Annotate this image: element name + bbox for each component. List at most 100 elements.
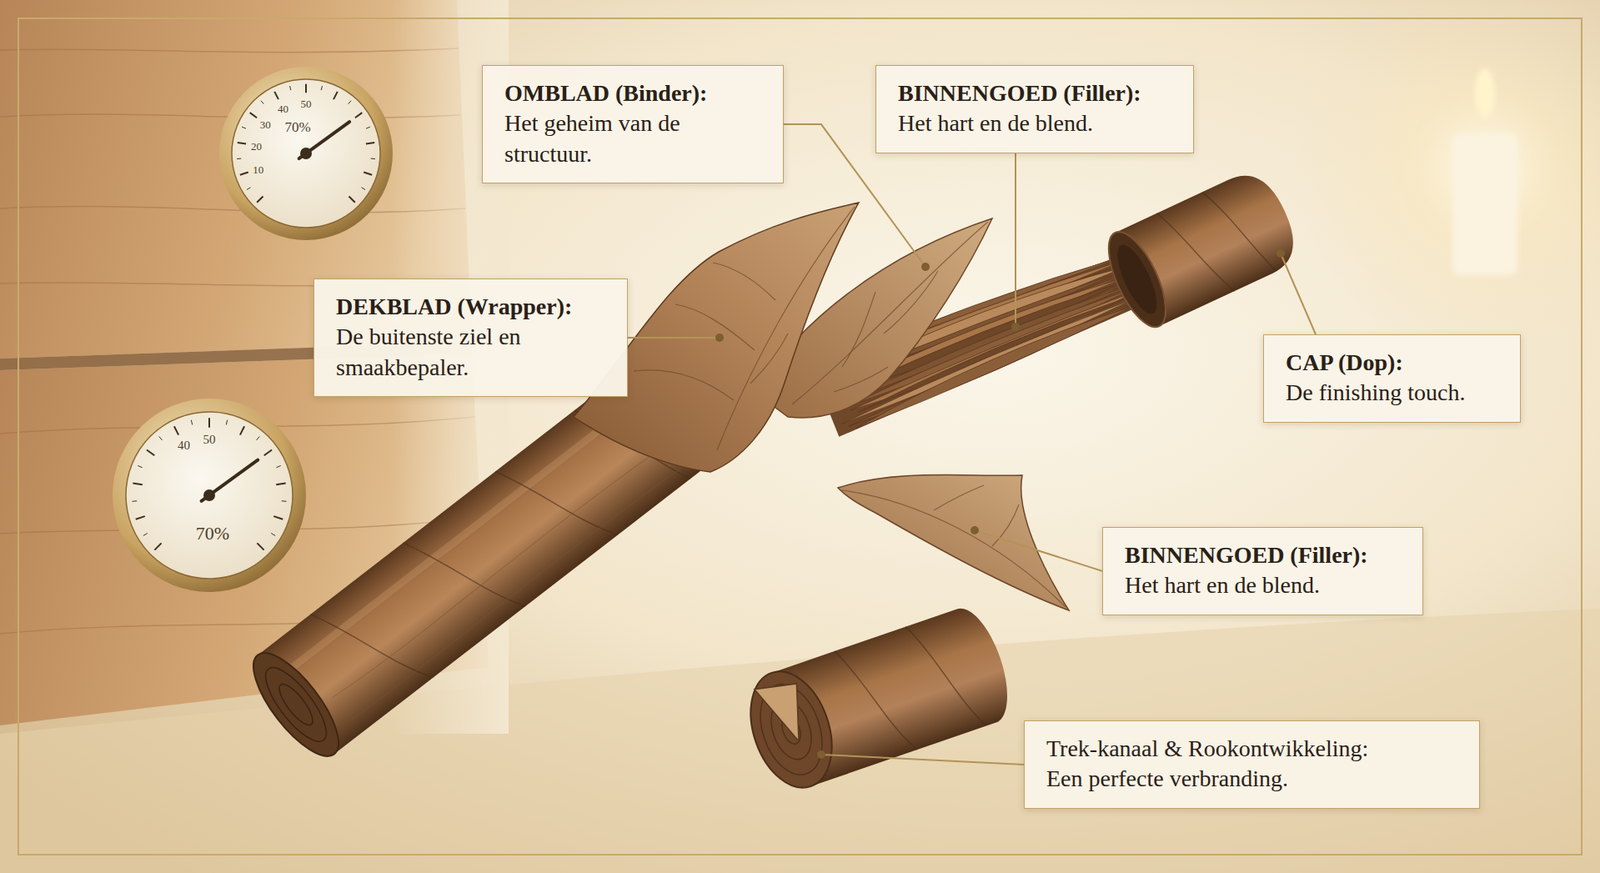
- gauge-tick: [363, 171, 372, 175]
- gauge-tick: [275, 465, 281, 467]
- gauge-tick: [366, 142, 375, 145]
- gauge-tick: [273, 516, 283, 520]
- gauge-face: [231, 79, 381, 228]
- gauge-tick: [290, 85, 291, 91]
- callout-text: De buitenste ziel en smaakbepaler.: [336, 321, 606, 383]
- leaf-veins: [842, 485, 1066, 607]
- piece-swirl: [749, 676, 834, 783]
- gauge-tick: [256, 436, 261, 440]
- gauge-tick: [240, 426, 245, 435]
- gauge-tick: [143, 532, 148, 536]
- leader-line: [821, 754, 1024, 765]
- candle-flame: [1474, 68, 1495, 119]
- gauge-tick: [348, 195, 355, 202]
- leader-dot: [1276, 249, 1285, 258]
- leader-dot: [1011, 322, 1020, 332]
- callout-box: DEKBLAD (Wrapper):De buitenste ziel en s…: [313, 278, 628, 397]
- gauge-tick: [260, 100, 264, 105]
- gauge-tick: [275, 482, 286, 485]
- gauge-tick: [371, 158, 376, 160]
- gauge-number: 40: [277, 103, 289, 115]
- leader-line: [1280, 253, 1316, 335]
- gauge-tick: [270, 532, 276, 536]
- callout-heading: Trek-kanaal & Rookontwikkeling:: [1046, 733, 1458, 764]
- callout-box: OMBLAD (Binder):Het geheim van de struct…: [481, 65, 784, 184]
- callout-text: Een perfecte verbranding.: [1046, 763, 1458, 794]
- gauge-tick: [131, 500, 137, 502]
- gauge-tick: [264, 449, 272, 456]
- gauge-tick: [281, 500, 287, 502]
- gauge-tick: [256, 542, 264, 550]
- gauge-tick: [159, 436, 163, 440]
- leaf-veins: [633, 206, 855, 451]
- callout-text: De finishing touch.: [1285, 377, 1499, 408]
- gauge-tick: [361, 187, 366, 191]
- gauge-ring: [219, 66, 393, 241]
- gauge-tick: [190, 420, 192, 426]
- callout-box: BINNENGOED (Filler):Het hart en de blend…: [1102, 526, 1424, 616]
- hygrometer: [219, 66, 393, 241]
- foot-swirl: [255, 659, 337, 751]
- gauge-number: 50: [300, 97, 312, 109]
- gauge-tick: [135, 516, 146, 520]
- gauge-reading: 70%: [284, 120, 311, 135]
- cap-opening: [1097, 224, 1178, 336]
- gauge-tick: [348, 100, 352, 105]
- gauge-ticks: [131, 417, 286, 550]
- piece-face: [736, 660, 847, 798]
- callout-heading: CAP (Dop):: [1285, 347, 1499, 378]
- callout-text: Het geheim van de structuur.: [504, 108, 762, 170]
- gauge-tick: [321, 85, 322, 91]
- leader-dot: [921, 262, 930, 271]
- leader-line: [974, 530, 1103, 572]
- callout-box: Trek-kanaal & Rookontwikkeling:Een perfe…: [1023, 720, 1480, 809]
- leader-line: [1014, 153, 1017, 327]
- candle-body: [1452, 133, 1518, 276]
- gauge-tick: [333, 91, 338, 100]
- cigar-cap: [1097, 164, 1307, 336]
- candle: [1293, 0, 1600, 359]
- callout-heading: BINNENGOED (Filler):: [897, 78, 1172, 109]
- gauge-tick: [225, 420, 227, 426]
- callout-text: Het hart en de blend.: [1124, 570, 1401, 601]
- gauge-face: [125, 411, 293, 579]
- gauge-reading: 70%: [195, 524, 230, 543]
- gauge-tick: [208, 417, 211, 428]
- gauge-number: 40: [177, 439, 191, 452]
- hygrometer: [112, 398, 306, 592]
- foot-swirl: [274, 679, 319, 730]
- leader-line: [627, 336, 720, 339]
- gauge-tick: [236, 158, 241, 160]
- filler-leaf: [837, 475, 1069, 611]
- gauge-number: 50: [203, 432, 216, 446]
- gauge-tick: [274, 91, 279, 100]
- v-cut: [754, 675, 815, 749]
- gauge-tick: [366, 126, 371, 129]
- gauge-tick: [241, 126, 246, 129]
- gauge-number: 30: [260, 118, 271, 130]
- gauge-tick: [305, 84, 307, 93]
- gauge-number: 10: [252, 163, 264, 175]
- candle-glow: [1293, 0, 1600, 359]
- gauge-tick: [137, 465, 142, 467]
- cut-piece: [736, 601, 1020, 799]
- cap-opening: [1109, 240, 1164, 319]
- gauge-tick: [132, 482, 142, 485]
- gauge-tick: [174, 426, 179, 435]
- callout-heading: OMBLAD (Binder):: [504, 78, 762, 109]
- gauge-ticks: [236, 84, 376, 203]
- gauge-ring: [112, 398, 306, 592]
- gauge-tick: [250, 112, 257, 118]
- cap-seams: [1157, 177, 1277, 307]
- gauge-hub: [300, 147, 312, 160]
- gauge-tick: [256, 195, 263, 202]
- gauge-tick: [154, 542, 161, 550]
- gauge-tick: [146, 449, 155, 456]
- callout-text: Het hart en de blend.: [897, 108, 1172, 139]
- gauge-tick: [237, 142, 246, 145]
- gauge-tick: [240, 171, 249, 175]
- callout-box: BINNENGOED (Filler):Het hart en de blend…: [875, 65, 1194, 154]
- gauge-number: 20: [250, 140, 262, 151]
- leader-dot: [817, 750, 826, 759]
